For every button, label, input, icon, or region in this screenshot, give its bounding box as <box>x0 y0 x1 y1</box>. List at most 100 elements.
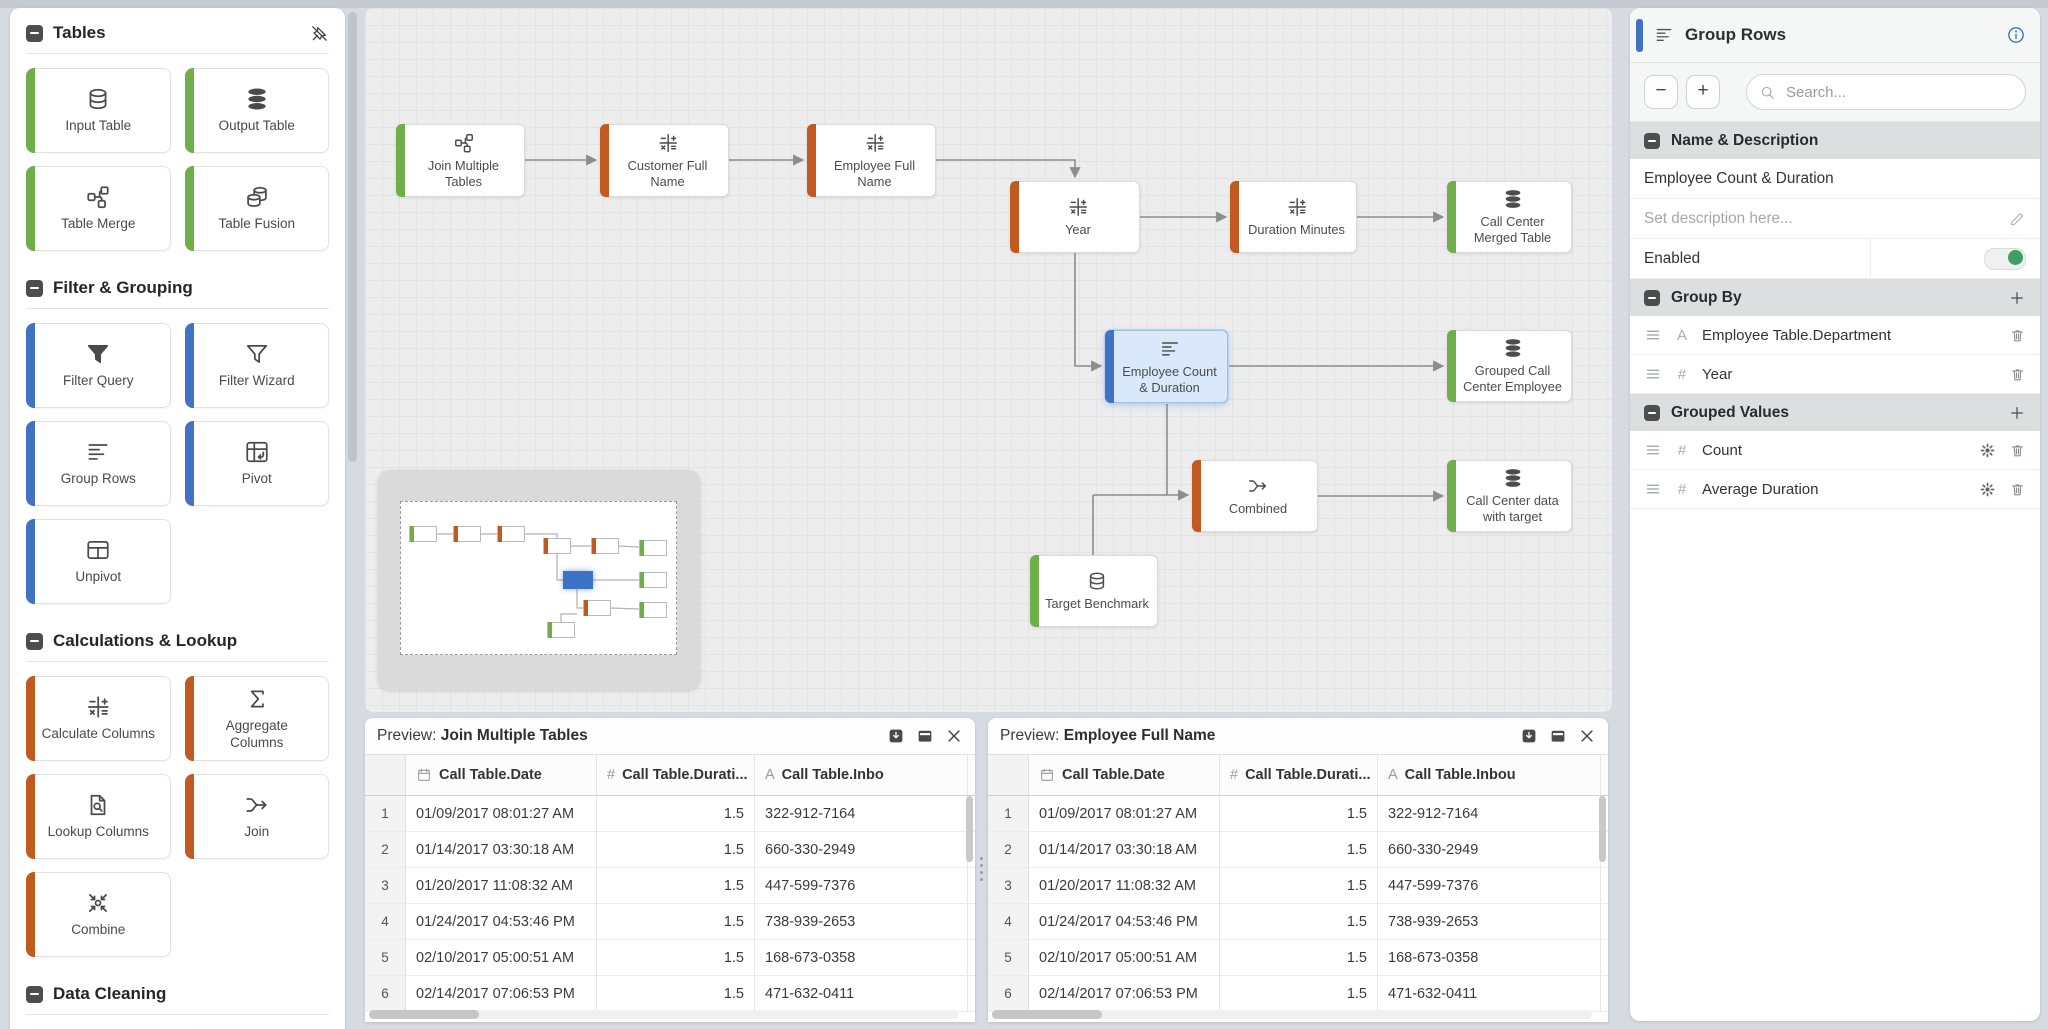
maximize-preview-button[interactable] <box>916 727 934 745</box>
funnel-filled-icon <box>85 341 111 367</box>
collapse-icon[interactable] <box>1644 404 1660 421</box>
description-field[interactable]: Set description here... <box>1630 199 2040 239</box>
info-icon[interactable] <box>2006 25 2026 45</box>
section-title: Tables <box>53 23 106 42</box>
enabled-toggle[interactable] <box>1984 247 2026 270</box>
table-cell: 01/14/2017 03:30:18 AM <box>1029 832 1220 867</box>
add-grouped-value-icon[interactable] <box>2008 404 2026 422</box>
table-cell: 1.5 <box>1220 868 1378 903</box>
table-cell: 01/09/2017 08:01:27 AM <box>1029 796 1220 831</box>
table-cell: 322-912-7164 <box>1378 796 1601 831</box>
delete-icon[interactable] <box>2009 442 2026 459</box>
tool-tile-lookup-columns[interactable]: Lookup Columns <box>26 774 171 859</box>
collapse-section-icon[interactable] <box>26 985 43 1003</box>
column-header-call-table-durati[interactable]: #Call Table.Durati... <box>1220 755 1378 795</box>
tool-tile-output-table[interactable]: Output Table <box>184 68 329 153</box>
search-box[interactable] <box>1746 74 2026 110</box>
collapse-icon[interactable] <box>1644 132 1660 149</box>
tool-tile-table-merge[interactable]: Table Merge <box>26 166 171 251</box>
tool-tile-filter-query[interactable]: Filter Query <box>26 323 171 408</box>
collapse-section-icon[interactable] <box>26 632 43 650</box>
column-header-call-table-date[interactable]: Call Table.Date <box>1029 755 1220 795</box>
tile-label: Group Rows <box>60 471 136 487</box>
node-year[interactable]: Year <box>1010 181 1140 253</box>
tool-tile-pivot[interactable]: Pivot <box>184 421 329 506</box>
column-header-call-table-durati[interactable]: #Call Table.Durati... <box>597 755 755 795</box>
tool-tile-group-rows[interactable]: Group Rows <box>26 421 171 506</box>
expand-all-button[interactable]: + <box>1686 75 1720 109</box>
settings-icon[interactable] <box>1979 442 1996 459</box>
minimap-node <box>453 526 481 542</box>
tool-tile-input-table[interactable]: Input Table <box>26 68 171 153</box>
pin-off-icon[interactable] <box>310 24 329 43</box>
tool-tile-join[interactable]: Join <box>184 774 329 859</box>
tile-label: Combine <box>71 922 126 938</box>
node-employee-count-duration[interactable]: Employee Count & Duration <box>1105 330 1228 403</box>
node-duration-minutes[interactable]: Duration Minutes <box>1230 181 1357 253</box>
add-group-by-icon[interactable] <box>2008 289 2026 307</box>
node-target-benchmark[interactable]: Target Benchmark <box>1030 555 1158 627</box>
node-employee-full-name[interactable]: Employee Full Name <box>807 124 936 197</box>
search-input[interactable] <box>1784 82 2013 102</box>
column-header-call-table-date[interactable]: Call Table.Date <box>406 755 597 795</box>
collapse-section-icon[interactable] <box>26 279 43 297</box>
tool-tile-calculate-columns[interactable]: Calculate Columns <box>26 676 171 761</box>
drag-handle-icon[interactable] <box>1644 365 1662 383</box>
maximize-preview-button[interactable] <box>1549 727 1567 745</box>
close-preview-button[interactable] <box>1578 727 1596 745</box>
delete-icon[interactable] <box>2009 481 2026 498</box>
tool-tile-combine[interactable]: Combine <box>26 872 171 957</box>
collapse-all-button[interactable]: − <box>1644 75 1678 109</box>
collapse-section-icon[interactable] <box>26 24 43 42</box>
drag-handle-icon[interactable] <box>1644 480 1662 498</box>
name-field[interactable]: Employee Count & Duration <box>1630 159 2040 199</box>
node-customer-full-name[interactable]: Customer Full Name <box>600 124 729 197</box>
close-preview-button[interactable] <box>945 727 963 745</box>
tools-sidebar-scrollbar[interactable] <box>348 12 357 1024</box>
drag-handle-icon[interactable] <box>1644 441 1662 459</box>
minimap-node-accent <box>640 602 644 618</box>
dock-preview-button[interactable] <box>1520 727 1538 745</box>
edit-description-icon[interactable] <box>2008 210 2026 228</box>
description-placeholder: Set description here... <box>1644 209 1793 227</box>
node-call-center-merged-table[interactable]: Call Center Merged Table <box>1447 181 1572 253</box>
preview-panels-divider[interactable] <box>975 718 988 1022</box>
vertical-scrollbar[interactable] <box>1599 796 1606 946</box>
dock-preview-button[interactable] <box>887 727 905 745</box>
tile-label: Output Table <box>218 118 295 134</box>
delete-icon[interactable] <box>2009 327 2026 344</box>
horizontal-scrollbar[interactable] <box>369 1010 959 1019</box>
node-call-center-data-with-target[interactable]: Call Center data with target <box>1447 460 1572 532</box>
minimap[interactable] <box>378 470 700 690</box>
delete-icon[interactable] <box>2009 366 2026 383</box>
tool-tile-unpivot[interactable]: Unpivot <box>26 519 171 604</box>
node-combined[interactable]: Combined <box>1192 460 1318 532</box>
tool-tile-filter-wizard[interactable]: Filter Wizard <box>184 323 329 408</box>
tool-tile-table-fusion[interactable]: Table Fusion <box>184 166 329 251</box>
horizontal-scrollbar[interactable] <box>992 1010 1592 1019</box>
tool-tile-aggregate-columns[interactable]: Aggregate Columns <box>184 676 329 761</box>
table-cell: 322-912-7164 <box>755 796 968 831</box>
settings-icon[interactable] <box>1979 481 1996 498</box>
collapse-icon[interactable] <box>1644 289 1660 306</box>
minimap-viewport[interactable] <box>400 501 677 655</box>
node-join-multiple-tables[interactable]: Join Multiple Tables <box>396 124 525 197</box>
vertical-scrollbar[interactable] <box>966 796 973 946</box>
drag-handle-icon[interactable] <box>1644 326 1662 344</box>
node-grouped-call-center-employee[interactable]: Grouped Call Center Employee <box>1447 330 1572 402</box>
